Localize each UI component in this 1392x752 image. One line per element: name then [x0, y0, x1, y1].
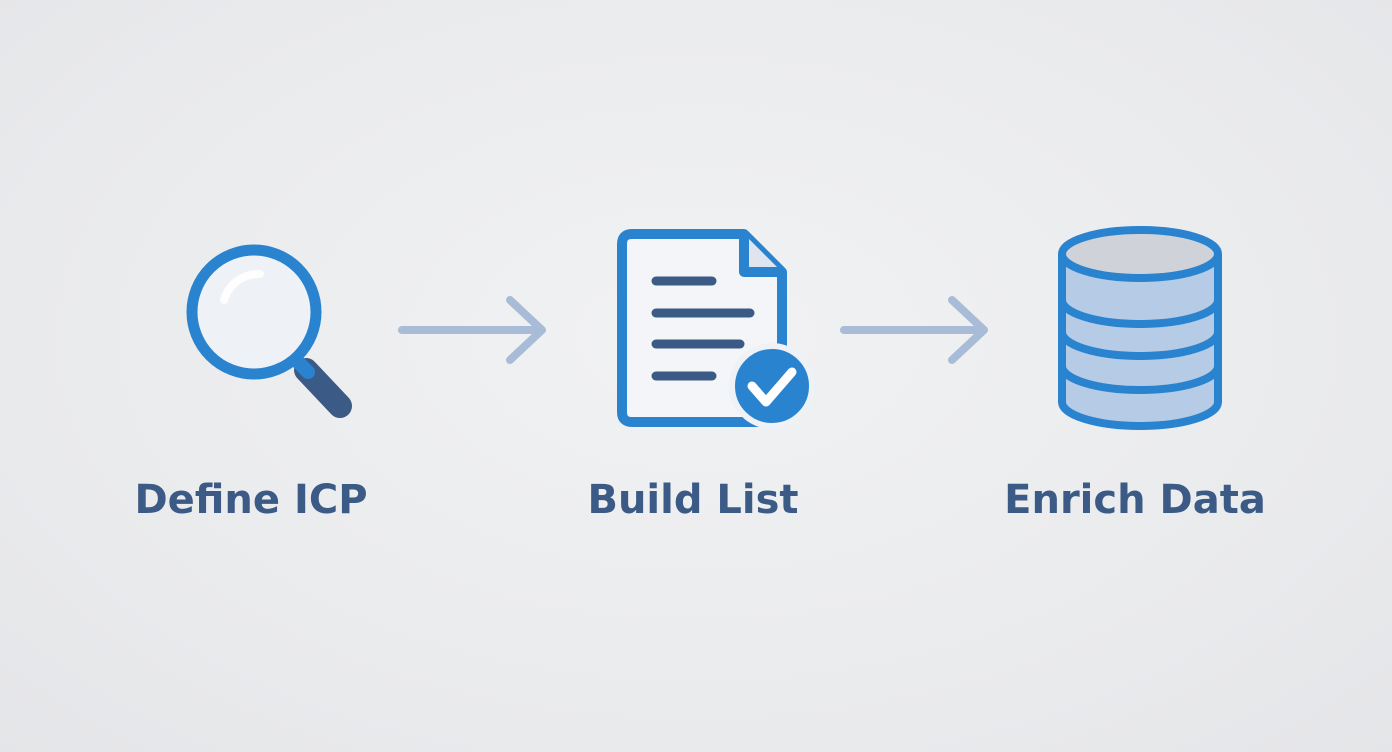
magnifying-glass-icon	[186, 244, 352, 418]
database-icon	[1058, 226, 1222, 430]
arrow-right-icon	[840, 296, 988, 364]
step-label-define-icp: Define ICP	[134, 477, 368, 523]
arrow-right-icon	[398, 296, 546, 364]
document-check-icon	[617, 229, 815, 429]
step-label-enrich-data: Enrich Data	[1004, 477, 1266, 523]
step-label-build-list: Build List	[587, 477, 799, 523]
